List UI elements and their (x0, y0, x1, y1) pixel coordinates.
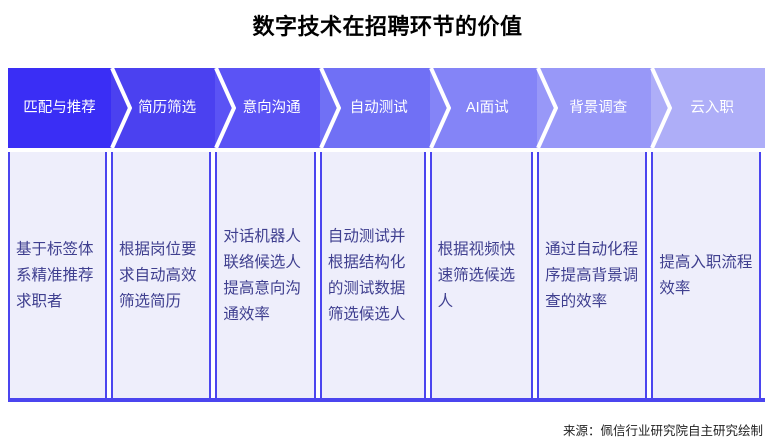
chevron-stage-1[interactable]: 匹配与推荐 (8, 68, 111, 148)
page-title: 数字技术在招聘环节的价值 (252, 14, 523, 39)
description-cell-3: 对话机器人联络候选人提高意向沟通效率 (215, 152, 316, 400)
source-note: 来源：佩信行业研究院自主研究绘制 (562, 424, 763, 438)
chevron-stage-5[interactable]: AI面试 (428, 67, 538, 149)
chevron-stage-7-label: 云入职 (690, 100, 734, 116)
chevron-stage-7[interactable]: 云入职 (650, 67, 765, 149)
bottom-divider (8, 398, 765, 402)
description-cell-5: 根据视频快速筛选候选人 (429, 152, 534, 400)
description-text-2: 根据岗位要求自动高效筛选简历 (118, 241, 197, 310)
description-row: 基于标签体系精准推荐求职者 根据岗位要求自动高效筛选简历 对话机器人联络候选人提… (8, 152, 765, 400)
description-cell-6: 通过自动化程序提高背景调查的效率 (537, 152, 648, 400)
process-chevron-row: 匹配与推荐 简历筛选 意向沟通 自动测试 AI面试 背景调查 云入职 (8, 67, 765, 149)
description-text-3: 对话机器人联络候选人提高意向沟通效率 (223, 228, 301, 323)
chevron-stage-1-label: 匹配与推荐 (23, 100, 96, 116)
chevron-stage-4-label: 自动测试 (349, 100, 408, 116)
chevron-stage-5-label: AI面试 (465, 100, 509, 116)
description-text-1: 基于标签体系精准推荐求职者 (16, 241, 94, 310)
description-cell-7: 提高入职流程效率 (651, 152, 761, 400)
chevron-stage-6[interactable]: 背景调查 (536, 67, 652, 149)
chevron-stage-4[interactable]: 自动测试 (319, 67, 430, 149)
description-text-4: 自动测试并根据结构化的测试数据筛选候选人 (327, 228, 406, 323)
description-text-5: 根据视频快速筛选候选人 (437, 241, 516, 310)
description-cell-1: 基于标签体系精准推荐求职者 (8, 152, 107, 400)
description-cell-2: 根据岗位要求自动高效筛选简历 (110, 152, 212, 400)
chevron-stage-2-label: 简历筛选 (138, 100, 197, 116)
chevron-stage-3[interactable]: 意向沟通 (214, 67, 320, 149)
chevron-stage-2[interactable]: 简历筛选 (110, 67, 216, 149)
description-text-6: 通过自动化程序提高背景调查的效率 (545, 241, 639, 310)
description-text-7: 提高入职流程效率 (659, 254, 753, 297)
chevron-stage-3-label: 意向沟通 (242, 100, 301, 116)
description-cell-4: 自动测试并根据结构化的测试数据筛选候选人 (319, 152, 426, 400)
chevron-stage-6-label: 背景调查 (569, 100, 628, 116)
